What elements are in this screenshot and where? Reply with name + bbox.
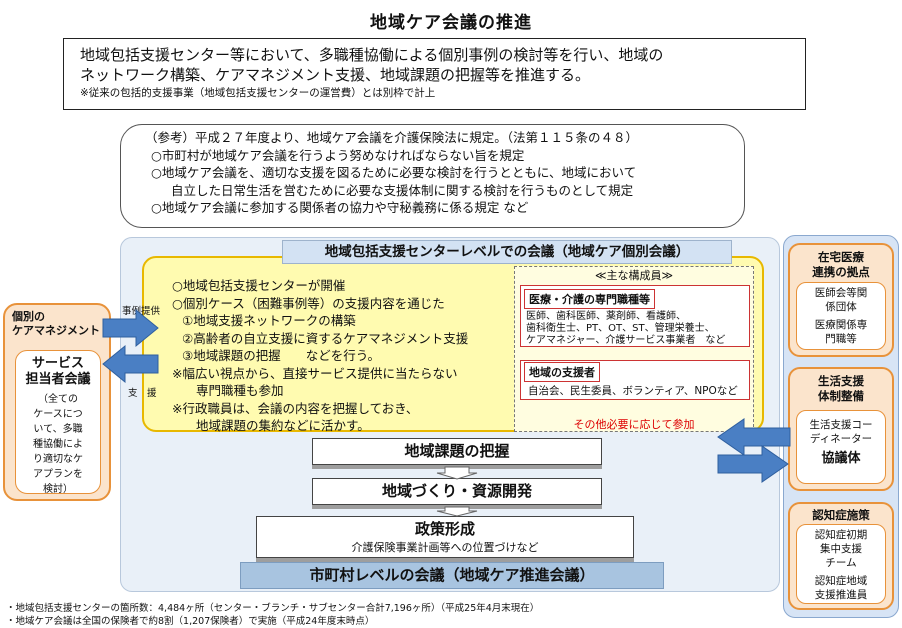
livelihood-support-line-2: ディネーター xyxy=(809,433,873,445)
members-group-local-title: 地域の支援者 xyxy=(524,362,600,382)
service-meeting-box xyxy=(15,350,101,494)
service-meeting-line-5: り適切なケ xyxy=(33,454,83,465)
reference-item-2a: ○地域ケア会議を、適切な支援を図るために必要な検討を行うとともに、地域において xyxy=(151,165,637,180)
home-medical-line-3: 医療関係専 xyxy=(814,319,868,331)
service-meeting-line-3: いて、多職 xyxy=(33,424,83,435)
members-medical-line-2: 歯科衛生士、PT、OT、ST、管理栄養士、 xyxy=(526,323,715,334)
center-level-line-3: ①地域支援ネットワークの構築 xyxy=(182,313,356,328)
reference-header: （参考）平成２７年度より、地域ケア会議を介護保険法に規定。（法第１１５条の４８） xyxy=(145,130,639,145)
intro-line-1: 地域包括支援センター等において、多職種協働による個別事例の検討等を行い、地域の xyxy=(80,46,664,64)
members-title: ≪主な構成員≫ xyxy=(594,269,674,282)
members-medical-line-1: 医師、歯科医師、薬剤師、看護師、 xyxy=(526,311,686,322)
intro-note: ※従来の包括的支援事業（地域包括支援センターの運営費）とは別枠で計上 xyxy=(80,87,436,99)
livelihood-support-title-2: 体制整備 xyxy=(818,389,864,403)
home-medical-title-1: 在宅医療 xyxy=(818,250,864,264)
home-medical-line-4: 門職等 xyxy=(825,333,857,345)
home-medical-line-1: 医師会等関 xyxy=(814,287,868,299)
service-meeting-title: サービス 担当者会議 xyxy=(15,356,101,388)
livelihood-support-title: 生活支援 体制整備 xyxy=(788,374,894,404)
stage-policy-title: 政策形成 xyxy=(414,520,475,538)
livelihood-support-inner xyxy=(796,410,886,484)
municipal-level-banner: 市町村レベルの会議（地域ケア推進会議） xyxy=(240,562,664,589)
livelihood-support-line-3: 協議体 xyxy=(821,451,861,466)
center-level-line-6: ※幅広い視点から、直接サービス提供に当たらない xyxy=(172,365,458,381)
reference-box: （参考）平成２７年度より、地域ケア会議を介護保険法に規定。（法第１１５条の４８）… xyxy=(120,124,745,228)
livelihood-support-line-1: 生活支援コー xyxy=(809,419,873,431)
dementia-line-3: チーム xyxy=(825,557,857,569)
dementia-line-2: 集中支援 xyxy=(820,543,862,555)
dementia-line-5: 支援推進員 xyxy=(814,589,868,601)
reference-item-3: ○地域ケア会議に参加する関係者の協力や守秘義務に係る規定 など xyxy=(151,200,529,215)
individual-care-management-title: 個別の ケアマネジメント xyxy=(12,310,107,338)
support-label: 支 援 xyxy=(128,388,157,399)
footer-note-1: ・地域包括支援センターの箇所数：4,484ヶ所（センター・ブランチ・サブセンター… xyxy=(6,603,540,614)
intro-box: 地域包括支援センター等において、多職種協働による個別事例の検討等を行い、地域の … xyxy=(63,38,806,110)
members-note: その他必要に応じて参加 xyxy=(573,418,695,431)
home-medical-inner xyxy=(796,282,886,350)
intro-line-2: ネットワーク構築、ケアマネジメント支援、地域課題の把握等を推進する。 xyxy=(80,66,591,84)
footer-note-2: ・地域ケア会議は全国の保険者で約8割（1,207保険者）で実施（平成24年度末時… xyxy=(6,616,375,627)
home-medical-body: 医師会等関 係団体 医療関係専 門職等 xyxy=(796,286,886,346)
case-provide-label: 事例提供 xyxy=(122,306,161,317)
home-medical-title: 在宅医療 連携の拠点 xyxy=(788,250,894,280)
center-level-line-9: 地域課題の集約などに活かす。 xyxy=(196,418,370,433)
home-medical-line-2: 係団体 xyxy=(825,301,857,313)
members-group-local-body: 自治会、民生委員、ボランティア、NPOなど xyxy=(528,385,738,397)
livelihood-support-title-1: 生活支援 xyxy=(818,374,864,388)
dementia-inner xyxy=(796,524,886,604)
left-title-line-2: ケアマネジメント xyxy=(12,324,100,337)
reference-item-2b: 自立した日常生活を営むために必要な支援体制に関する検討を行うものとして規定 xyxy=(171,182,634,198)
reference-item-1: ○市町村が地域ケア会議を行うよう努めなければならない旨を規定 xyxy=(151,147,525,163)
service-meeting-line-2: ケースにつ xyxy=(33,409,83,420)
center-level-line-4: ②高齢者の自立支援に資するケアマネジメント支援 xyxy=(182,330,469,346)
service-meeting-title-2: 担当者会議 xyxy=(25,372,91,387)
members-group-medical-body: 医師、歯科医師、薬剤師、看護師、 歯科衛生士、PT、OT、ST、管理栄養士、 ケ… xyxy=(526,311,748,347)
stage-community-development: 地域づくり・資源開発 xyxy=(312,478,602,505)
members-medical-line-3: ケアマネジャー、介護サービス事業者 など xyxy=(526,335,726,346)
service-meeting-body: （全ての ケースにつ いて、多職 種協働によ り適切なケ アプランを 検討） xyxy=(15,392,101,497)
service-meeting-line-1: （全ての xyxy=(38,394,78,405)
home-medical-title-2: 連携の拠点 xyxy=(812,265,870,279)
page-title: 地域ケア会議の推進 xyxy=(370,13,532,33)
stage-policy-sub: 介護保険事業計画等への位置づけなど xyxy=(351,541,539,554)
center-level-text: ○地域包括支援センターが開催 ○個別ケース（困難事例等）の支援内容を通じた ①地… xyxy=(172,277,517,435)
stage-regional-issues: 地域課題の把握 xyxy=(312,438,602,465)
dementia-title: 認知症施策 xyxy=(812,508,870,522)
center-level-header: 地域包括支援センターレベルでの会議（地域ケア個別会議） xyxy=(282,240,732,264)
dementia-line-1: 認知症初期 xyxy=(814,529,868,541)
center-level-line-2: ○個別ケース（困難事例等）の支援内容を通じた xyxy=(172,295,445,311)
stage-policy-formation: 政策形成 介護保険事業計画等への位置づけなど xyxy=(256,516,634,558)
service-meeting-title-1: サービス xyxy=(31,356,84,371)
dementia-body: 認知症初期 集中支援 チーム 認知症地域 支援推進員 xyxy=(796,528,886,602)
center-level-line-8: ※行政職員は、会議の内容を把握しておき、 xyxy=(172,400,419,416)
center-level-line-7: 専門職種も参加 xyxy=(196,383,284,398)
center-level-line-1: ○地域包括支援センターが開催 xyxy=(172,278,346,293)
center-level-line-5: ③地域課題の把握 などを行う。 xyxy=(182,348,380,363)
left-title-line-1: 個別の xyxy=(12,310,45,323)
service-meeting-line-4: 種協働によ xyxy=(33,439,83,450)
livelihood-support-body: 生活支援コー ディネーター 協議体 xyxy=(796,418,886,466)
service-meeting-line-7: 検討） xyxy=(43,484,73,495)
members-group-medical-title: 医療・介護の専門職種等 xyxy=(524,289,655,309)
service-meeting-line-6: アプランを xyxy=(33,469,83,480)
dementia-line-4: 認知症地域 xyxy=(814,575,868,587)
